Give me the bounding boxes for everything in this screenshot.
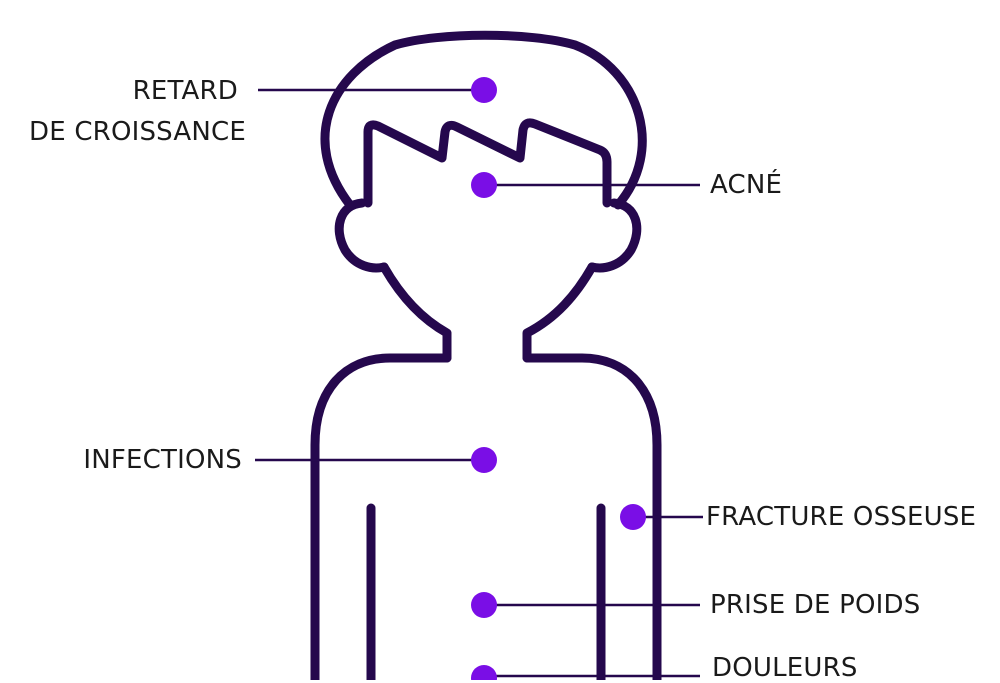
growth-label-line2: DE CROISSANCE [0, 119, 246, 145]
face-outline [384, 267, 447, 358]
weight-label: PRISE DE POIDS [710, 592, 920, 618]
pain-marker [471, 665, 497, 680]
left-ear-outline [339, 203, 384, 268]
fracture-label: FRACTURE OSSEUSE [706, 504, 976, 530]
weight-marker [471, 592, 497, 618]
acne-marker [471, 172, 497, 198]
pain-label: DOULEURS [712, 655, 858, 681]
torso-left-outline [315, 358, 447, 680]
right-ear-outline [592, 203, 637, 268]
growth-label-line1: RETARD [60, 78, 238, 104]
fracture-marker [620, 504, 646, 530]
face-outline-right [527, 267, 592, 358]
infections-label: INFECTIONS [20, 447, 242, 473]
infections-marker [471, 447, 497, 473]
acne-label: ACNÉ [710, 172, 782, 198]
growth-marker [471, 77, 497, 103]
